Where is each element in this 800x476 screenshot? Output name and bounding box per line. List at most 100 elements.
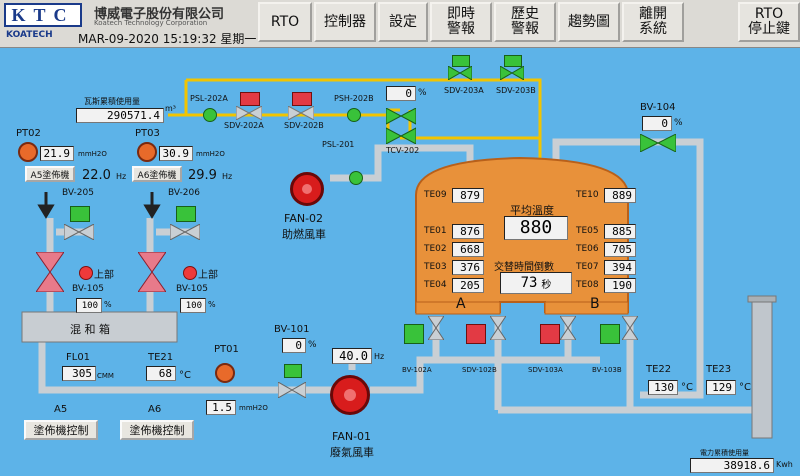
- te23-value: 129: [706, 380, 736, 395]
- te08-value: 190: [604, 278, 636, 293]
- psh-202b-label: PSH-202B: [334, 94, 374, 103]
- nav-exit-button[interactable]: 離開 系統: [622, 2, 684, 42]
- nav-controller-button[interactable]: 控制器: [314, 2, 376, 42]
- te03-value: 376: [452, 260, 484, 275]
- fan-01-frequency-unit: Hz: [374, 352, 385, 361]
- sdv-203a-valve-body: [448, 66, 472, 80]
- sdv-202a-valve-body: [236, 106, 262, 120]
- upper-b-indicator: [183, 266, 197, 280]
- te22-value: 130: [648, 380, 678, 395]
- pt01-label: PT01: [214, 344, 239, 355]
- pt01-unit: mmH2O: [239, 404, 268, 412]
- fl01-unit: CMM: [97, 372, 114, 380]
- a6-coater-button[interactable]: A6塗佈機: [132, 166, 182, 182]
- nav-history-alarm-button[interactable]: 歷史 警報: [494, 2, 556, 42]
- sdv-202b-valve[interactable]: [292, 92, 312, 106]
- bv-205-actuator[interactable]: [70, 206, 90, 222]
- pt01-sensor-icon: [215, 363, 235, 383]
- te09-tag: TE09: [424, 190, 447, 200]
- switch-countdown-unit: 秒: [541, 279, 552, 291]
- bv-205-valve: [64, 224, 94, 240]
- pt03-unit: mmH2O: [196, 150, 225, 158]
- sdv-202a-valve[interactable]: [240, 92, 260, 106]
- a5-frequency-unit: Hz: [116, 172, 127, 181]
- a5-label: A5: [54, 404, 68, 415]
- fan-01-label: FAN-01: [332, 430, 372, 443]
- sdv-203b-valve[interactable]: [504, 55, 522, 67]
- nav-trend-button[interactable]: 趨勢圖: [558, 2, 620, 42]
- gas-total-caption: 瓦斯累積使用量: [84, 97, 140, 106]
- sdv-203b-valve-body: [500, 66, 524, 80]
- nav-settings-button[interactable]: 設定: [378, 2, 428, 42]
- rto-stop-button[interactable]: RTO 停止鍵: [738, 2, 800, 42]
- tcv-202-valve[interactable]: [386, 108, 416, 144]
- sdv-202a-label: SDV-202A: [224, 121, 264, 130]
- tcv-202-percent-unit: %: [418, 88, 427, 98]
- te23-label: TE23: [706, 364, 732, 375]
- psl-201-label: PSL-201: [322, 140, 355, 149]
- bv-101-actuator[interactable]: [284, 364, 302, 378]
- bv-105a-valve[interactable]: [36, 252, 64, 292]
- bv-102a-actuator[interactable]: [404, 324, 424, 344]
- te21-value: 68: [146, 366, 176, 381]
- te08-tag: TE08: [576, 280, 599, 290]
- a5-coater-control-button[interactable]: 塗佈機控制: [24, 420, 98, 440]
- bv-102a-label: BV-102A: [402, 366, 432, 374]
- flow-arrows: [37, 192, 161, 219]
- fan-02-icon[interactable]: [290, 172, 324, 206]
- sdv-102b-actuator[interactable]: [466, 324, 486, 344]
- pt02-sensor-icon: [18, 142, 38, 162]
- te23-unit: °C: [739, 382, 751, 393]
- te21-unit: °C: [179, 370, 191, 381]
- fl01-label: FL01: [66, 352, 91, 363]
- sdv-203a-valve[interactable]: [452, 55, 470, 67]
- fan-01-icon[interactable]: [330, 375, 370, 415]
- bv-103b-label: BV-103B: [592, 366, 622, 374]
- bv-101-percent: 0: [282, 338, 306, 353]
- te09-value: 879: [452, 188, 484, 203]
- nav-rto-button[interactable]: RTO: [258, 2, 312, 42]
- bv-105b-label: BV-105: [176, 284, 208, 294]
- bv-102a-valve: [428, 316, 444, 340]
- sdv-202b-label: SDV-202B: [284, 121, 324, 130]
- bv-104-valve[interactable]: [640, 134, 676, 152]
- switch-countdown-caption: 交替時間倒數: [494, 262, 554, 273]
- psh-202b-indicator: [347, 108, 361, 122]
- bv-205-label: BV-205: [62, 188, 94, 198]
- pt03-label: PT03: [135, 128, 160, 139]
- datetime-display: MAR-09-2020 15:19:32 星期一: [78, 32, 257, 46]
- company-english-name: Koatech Technology Corporation: [94, 19, 208, 27]
- chamber-b-label: B: [590, 296, 600, 312]
- bv-103b-actuator[interactable]: [600, 324, 620, 344]
- psl-202a-indicator: [203, 108, 217, 122]
- te01-tag: TE01: [424, 226, 447, 236]
- te02-value: 668: [452, 242, 484, 257]
- tcv-202-percent: 0: [386, 86, 416, 101]
- te01-value: 876: [452, 224, 484, 239]
- fan-01-frequency: 40.0: [332, 348, 372, 364]
- sdv-103a-actuator[interactable]: [540, 324, 560, 344]
- te07-value: 394: [604, 260, 636, 275]
- bv-105a-percent-unit: %: [104, 300, 112, 309]
- switch-countdown-box: 73 秒: [500, 272, 572, 294]
- exhaust-stack: [751, 297, 773, 439]
- bv-105b-valve[interactable]: [138, 252, 166, 292]
- upper-b-label: 上部: [198, 270, 218, 281]
- bv-206-actuator[interactable]: [176, 206, 196, 222]
- a6-coater-control-button[interactable]: 塗佈機控制: [120, 420, 194, 440]
- bv-104-percent-unit: %: [674, 118, 683, 128]
- bv-104-percent: 0: [642, 116, 672, 131]
- pt02-value: 21.9: [40, 146, 74, 161]
- electricity-total-unit: Kwh: [776, 460, 793, 469]
- nav-realtime-alarm-button[interactable]: 即時 警報: [430, 2, 492, 42]
- pt01-value: 1.5: [206, 400, 236, 415]
- te04-tag: TE04: [424, 280, 447, 290]
- mix-box: [21, 311, 178, 343]
- a5-coater-button[interactable]: A5塗佈機: [25, 166, 75, 182]
- bv-105b-percent-unit: %: [208, 300, 216, 309]
- fan-02-name: 助燃風車: [282, 228, 326, 241]
- a6-frequency-value: 29.9: [188, 168, 217, 183]
- sdv-102b-label: SDV-102B: [462, 366, 497, 374]
